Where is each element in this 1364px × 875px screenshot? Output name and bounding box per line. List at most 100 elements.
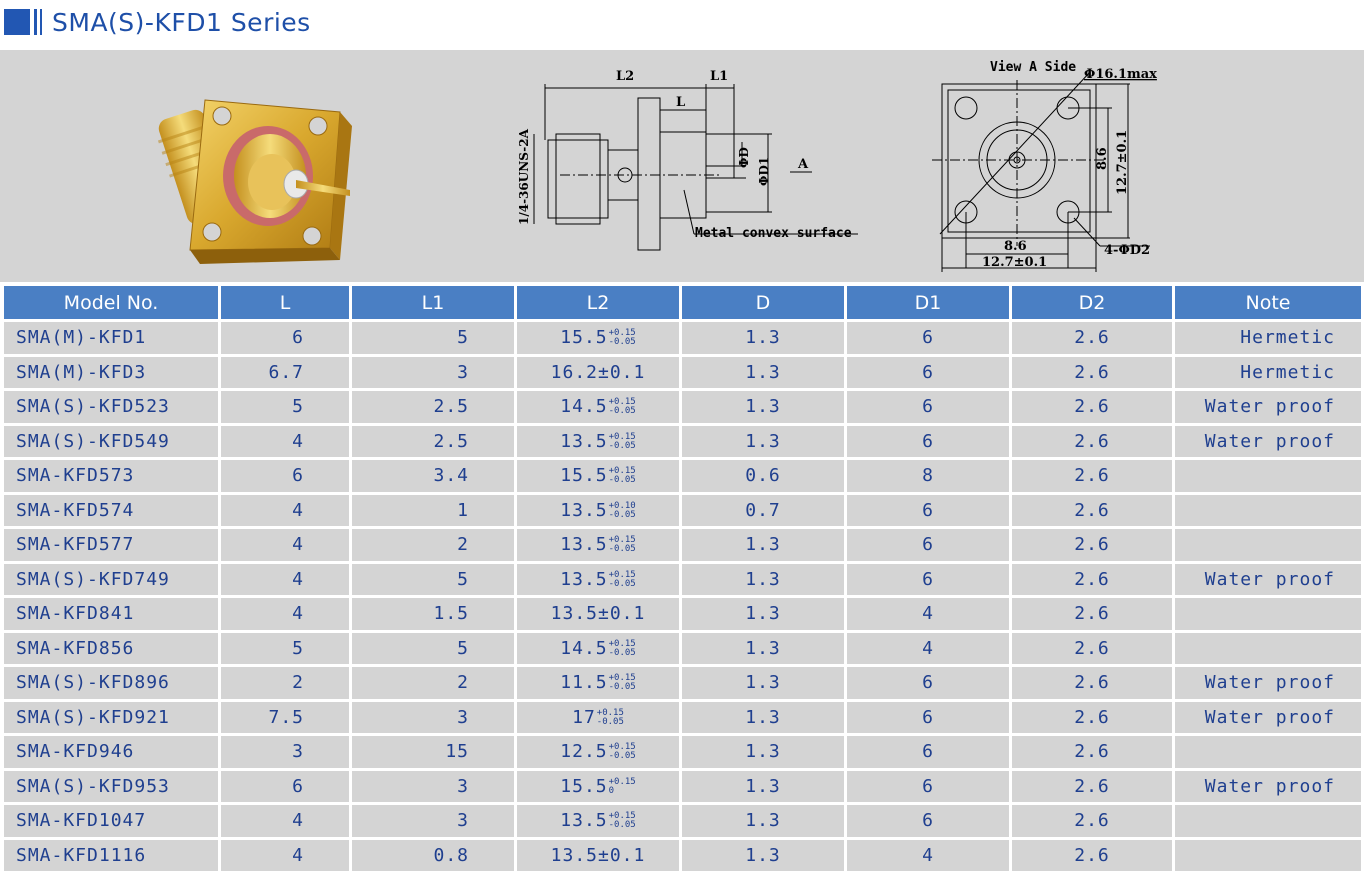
- l2-tolerance-lower: -0.05: [608, 751, 636, 762]
- cell-note: Water proof: [1175, 391, 1361, 423]
- cell-l1: 2: [352, 529, 514, 561]
- cell-model: SMA-KFD574: [4, 494, 218, 526]
- l2-value: 16.2±0.1: [550, 361, 646, 383]
- l2-nominal: 15.5: [560, 775, 608, 797]
- title-square-icon: [4, 9, 30, 35]
- cell-l2: 13.5+0.15-0.05: [517, 425, 679, 457]
- l2-nominal: 17: [572, 706, 596, 728]
- l2-tolerance-lower: -0.05: [608, 509, 636, 520]
- l2-tolerance-upper: +0.10: [608, 500, 636, 511]
- l2-tolerance-lower: -0.05: [608, 820, 636, 831]
- cell-note: [1175, 494, 1361, 526]
- l2-nominal: 13.5: [560, 810, 608, 832]
- cell-l2: 15.5+0.15-0.05: [517, 460, 679, 492]
- l2-tolerance-lower: -0.05: [608, 647, 636, 658]
- cell-l: 7.5: [221, 701, 349, 733]
- cell-d1: 6: [847, 494, 1009, 526]
- cell-l1: 2.5: [352, 391, 514, 423]
- cell-l1: 1: [352, 494, 514, 526]
- l2-tolerance: +0.15-0.05: [608, 570, 636, 589]
- view-side-label: View A Side: [990, 60, 1076, 75]
- holes-label: 4-ΦD2: [1104, 243, 1150, 258]
- dim-86-vertical: 8.6: [1095, 147, 1110, 170]
- cell-l2: 13.5+0.15-0.05: [517, 529, 679, 561]
- dim-86-horizontal: 8.6: [1004, 239, 1027, 254]
- cell-model: SMA-KFD946: [4, 736, 218, 768]
- cell-l: 2: [221, 667, 349, 699]
- cell-model: SMA-KFD856: [4, 632, 218, 664]
- cell-l2: 11.5+0.15-0.05: [517, 667, 679, 699]
- l2-tolerance: +0.15-0.05: [608, 639, 636, 658]
- l2-value: 13.5±0.1: [550, 844, 646, 866]
- l2-nominal: 13.5: [560, 534, 608, 556]
- cell-d1: 6: [847, 425, 1009, 457]
- header-d1: D1: [847, 286, 1009, 319]
- l2-nominal: 12.5: [560, 741, 608, 763]
- dim-l-label: L: [676, 95, 685, 110]
- table-header-row: Model No. L L1 L2 D D1 D2 Note: [4, 286, 1361, 319]
- l2-tolerance: +0.15-0.05: [596, 708, 624, 727]
- header-l1: L1: [352, 286, 514, 319]
- cell-model: SMA(S)-KFD549: [4, 425, 218, 457]
- cell-model: SMA(S)-KFD749: [4, 563, 218, 595]
- cell-d: 1.3: [682, 322, 844, 354]
- cell-d: 0.7: [682, 494, 844, 526]
- cell-d2: 2.6: [1012, 494, 1172, 526]
- cell-l: 5: [221, 632, 349, 664]
- cell-l2: 14.5+0.15-0.05: [517, 391, 679, 423]
- l2-tolerance-lower: -0.05: [608, 475, 636, 486]
- cell-l2: 15.5+0.15-0.05: [517, 322, 679, 354]
- cell-note: [1175, 598, 1361, 630]
- cell-l: 6: [221, 322, 349, 354]
- cell-note: [1175, 460, 1361, 492]
- header-d2: D2: [1012, 286, 1172, 319]
- cell-note: Water proof: [1175, 563, 1361, 595]
- spec-table: Model No. L L1 L2 D D1 D2 Note SMA(M)-KF…: [1, 283, 1364, 874]
- cell-model: SMA-KFD577: [4, 529, 218, 561]
- cell-l1: 3.4: [352, 460, 514, 492]
- cell-d1: 6: [847, 529, 1009, 561]
- title-bar-icon: [34, 9, 37, 35]
- front-view-drawing: [932, 71, 1150, 272]
- cell-l2: 13.5+0.10-0.05: [517, 494, 679, 526]
- cell-l: 4: [221, 805, 349, 837]
- cell-l2: 13.5±0.1: [517, 839, 679, 871]
- cell-d: 1.3: [682, 770, 844, 802]
- dim-127-horizontal: 12.7±0.1: [982, 255, 1047, 270]
- cell-l1: 1.5: [352, 598, 514, 630]
- cell-d1: 6: [847, 736, 1009, 768]
- cell-d2: 2.6: [1012, 391, 1172, 423]
- cell-d2: 2.6: [1012, 632, 1172, 664]
- cell-l2: 13.5+0.15-0.05: [517, 805, 679, 837]
- cell-note: Water proof: [1175, 770, 1361, 802]
- header-model: Model No.: [4, 286, 218, 319]
- cell-l2: 17+0.15-0.05: [517, 701, 679, 733]
- cell-l2: 16.2±0.1: [517, 356, 679, 388]
- cell-l: 4: [221, 839, 349, 871]
- cell-d: 1.3: [682, 529, 844, 561]
- metal-surface-label: Metal convex surface: [695, 226, 852, 241]
- cell-model: SMA(M)-KFD3: [4, 356, 218, 388]
- cell-d1: 6: [847, 667, 1009, 699]
- l2-tolerance: +0.15-0.05: [609, 329, 636, 347]
- view-arrow-label: A: [797, 157, 809, 172]
- cell-d: 1.3: [682, 667, 844, 699]
- cell-d2: 2.6: [1012, 425, 1172, 457]
- connector-photo: [157, 99, 352, 264]
- l2-nominal: 14.5: [560, 396, 608, 418]
- l2-tolerance-lower: -0.05: [596, 716, 624, 727]
- cell-note: [1175, 529, 1361, 561]
- cell-l1: 3: [352, 701, 514, 733]
- l2-tolerance-lower: -0.05: [608, 578, 636, 589]
- cell-d1: 6: [847, 701, 1009, 733]
- l2-value: 13.5±0.1: [550, 603, 646, 625]
- l2-nominal: 15.5: [560, 327, 608, 349]
- cell-d: 0.6: [682, 460, 844, 492]
